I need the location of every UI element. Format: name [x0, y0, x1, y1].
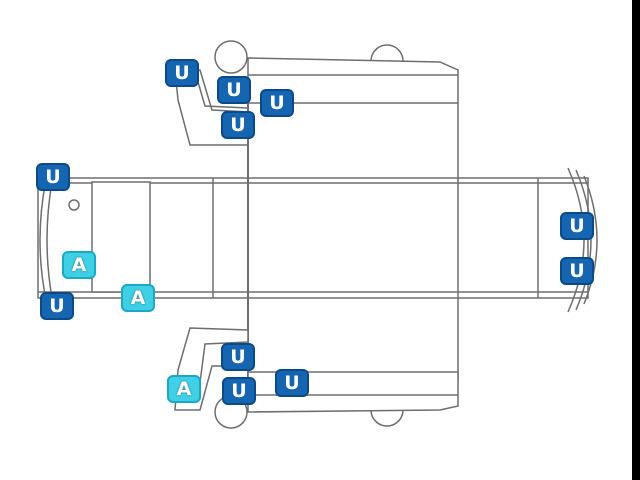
windshield [91, 181, 151, 293]
marker-u-top-body[interactable]: U [260, 89, 294, 117]
marker-u-top-cab-2[interactable]: U [217, 76, 251, 104]
marker-u-bottom-body[interactable]: U [275, 369, 309, 397]
front-bumper [39, 179, 53, 301]
right-edge-bar [632, 0, 640, 480]
marker-u-front-top[interactable]: U [36, 163, 70, 191]
bottom-side-view [174, 327, 459, 429]
marker-a-bottom-cab[interactable]: A [167, 375, 201, 403]
marker-u-front-bottom[interactable]: U [40, 292, 74, 320]
marker-a-front-lower[interactable]: A [121, 284, 155, 312]
marker-u-top-cab-1[interactable]: U [165, 59, 199, 87]
top-front-wheel [214, 40, 248, 74]
marker-a-front-windshield[interactable]: A [62, 251, 96, 279]
marker-u-rear-bottom[interactable]: U [560, 257, 594, 285]
marker-u-bottom-cab-2[interactable]: U [222, 377, 256, 405]
marker-u-bottom-cab-1[interactable]: U [221, 343, 255, 371]
rear-bumper [567, 167, 598, 313]
front-light [68, 199, 80, 211]
marker-u-top-cab-3[interactable]: U [221, 111, 255, 139]
marker-u-rear-top[interactable]: U [560, 212, 594, 240]
center-top-view [37, 103, 598, 380]
